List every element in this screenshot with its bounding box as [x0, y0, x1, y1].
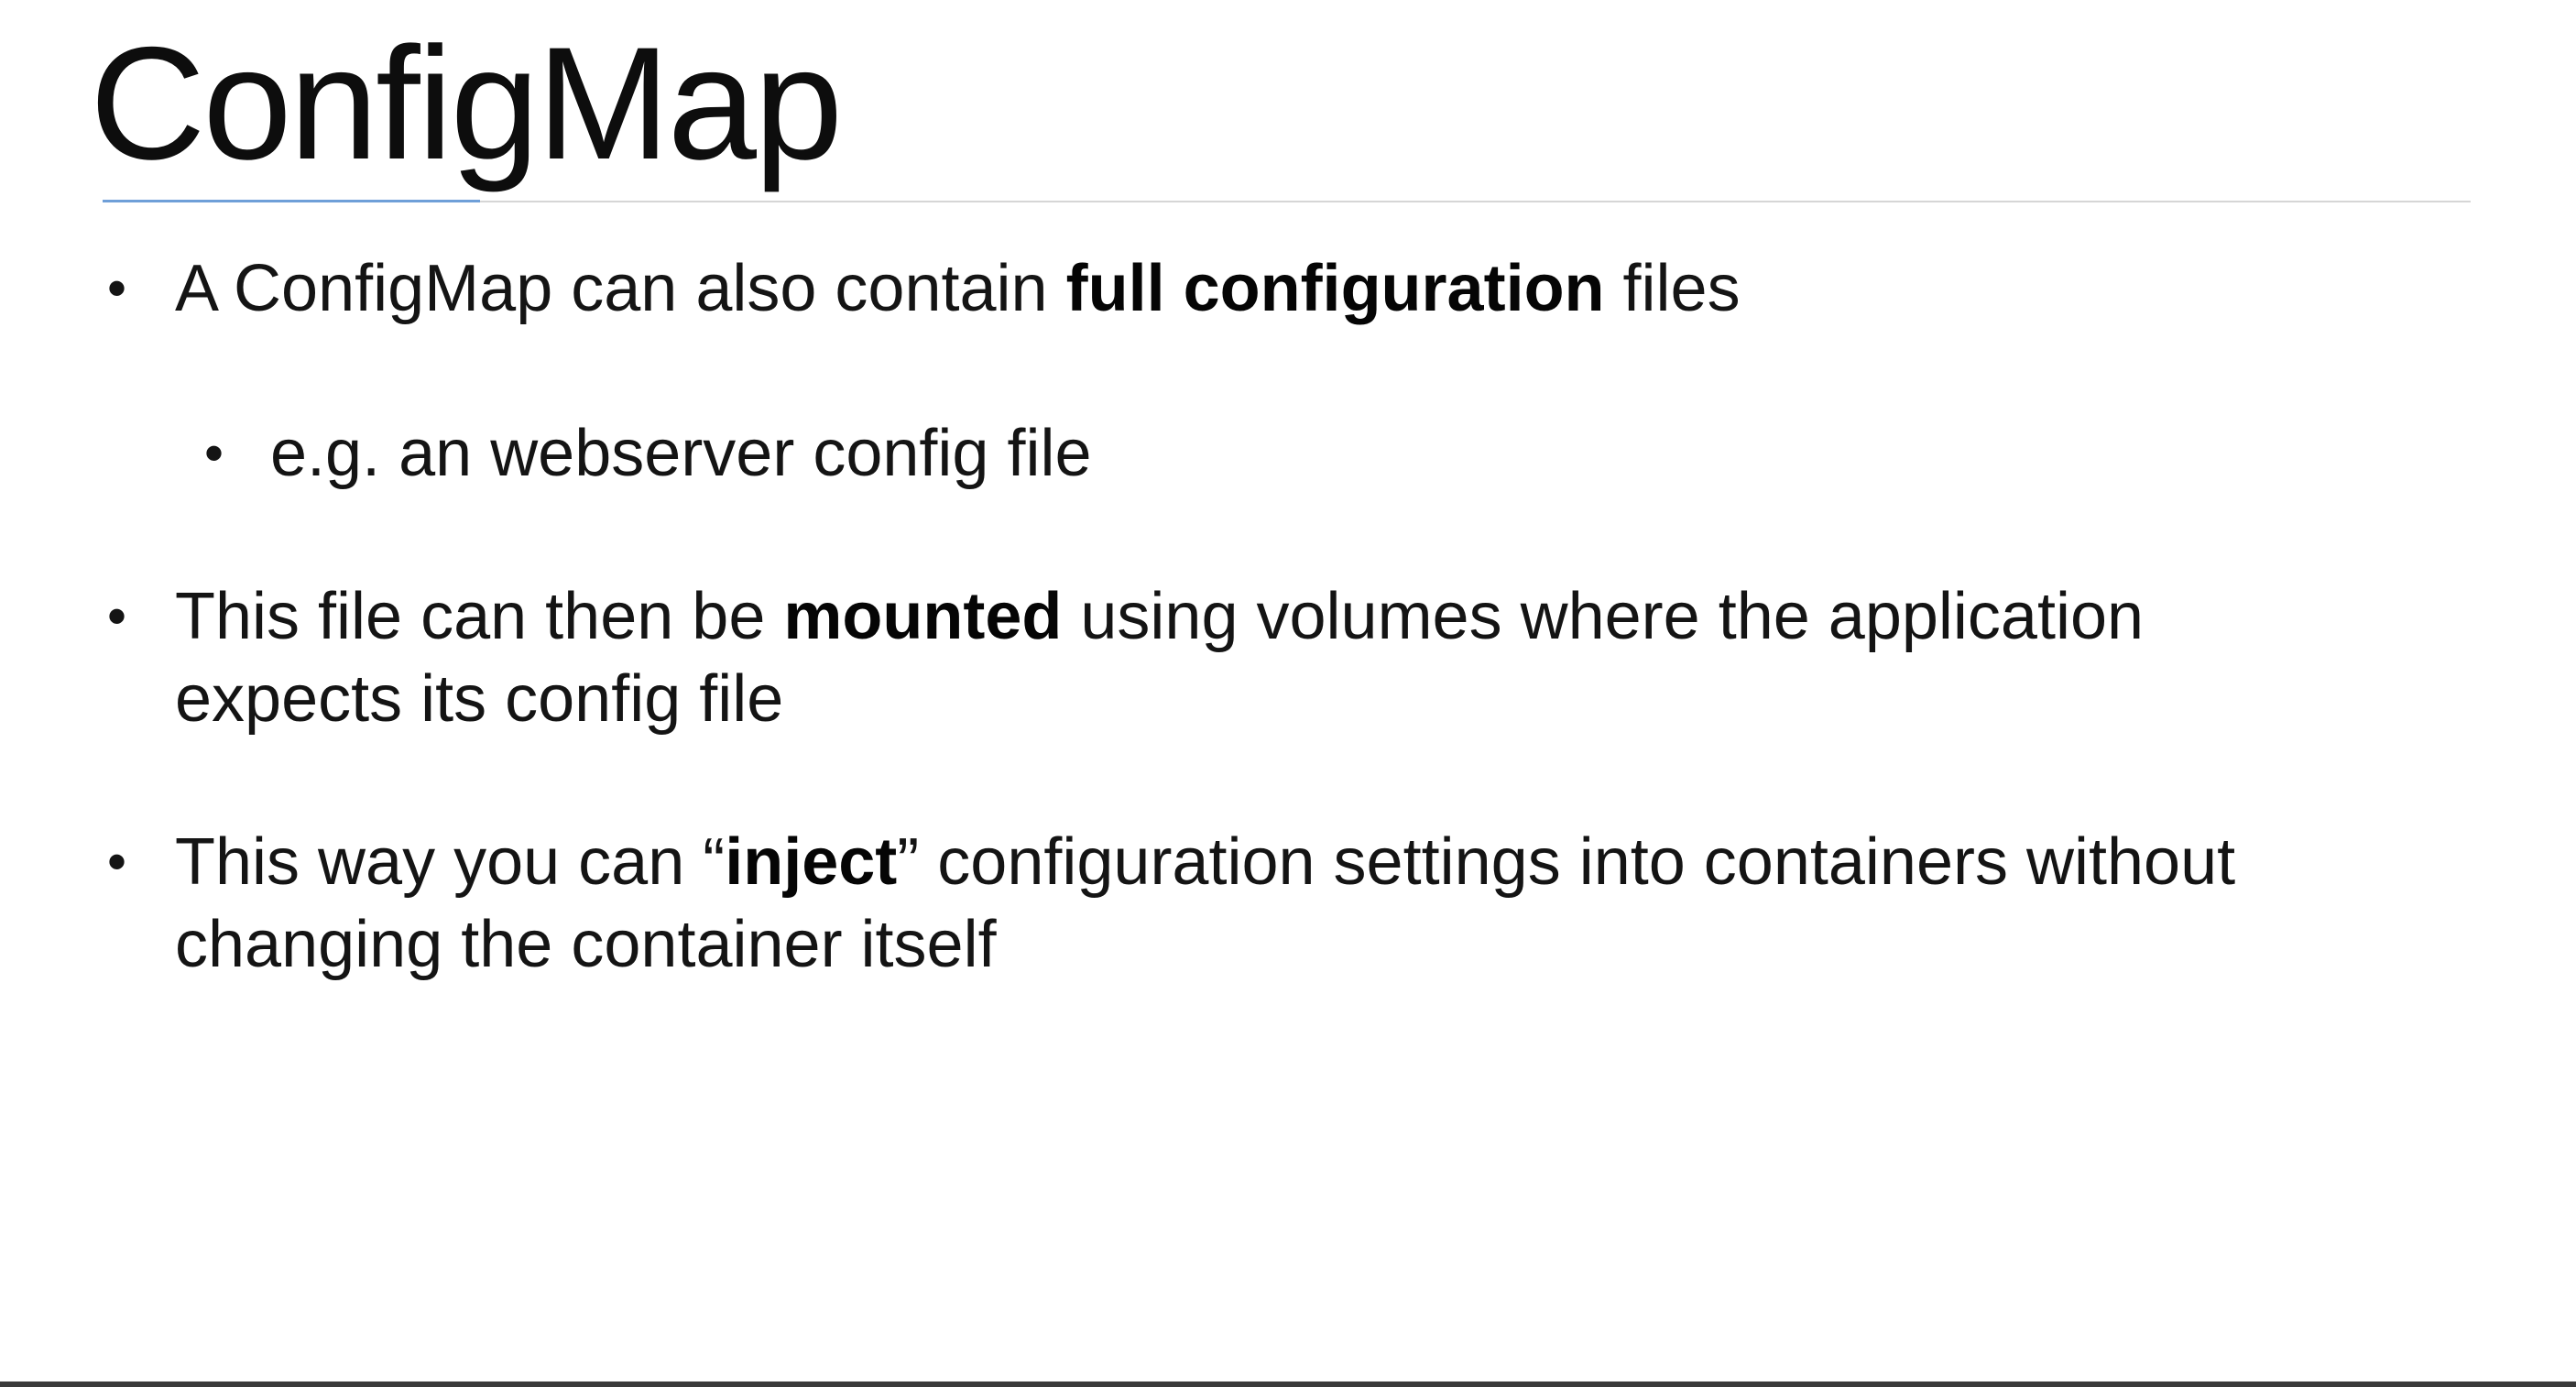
bullet-text-bold: mounted	[783, 580, 1063, 653]
bullet-line: expects its config file	[175, 658, 2144, 740]
title-divider	[103, 201, 2471, 202]
bullet-line: changing the container itself	[175, 903, 2235, 986]
bullet-text-part: e.g. an webserver config file	[270, 417, 1092, 490]
bullet-text: This way you can “inject” configuration …	[175, 821, 2235, 986]
bullet-text-part: A ConfigMap can also contain	[175, 252, 1066, 325]
bullet-text-part: files	[1604, 252, 1741, 325]
bullet-text-part: using volumes where the application	[1062, 580, 2145, 653]
slide-title: ConfigMap	[90, 15, 843, 193]
bullet-marker: •	[107, 831, 127, 892]
bullet-text-part: ” configuration settings into containers…	[897, 825, 2236, 899]
bullet-line: This way you can “inject” configuration …	[175, 821, 2235, 903]
bullet-text-part: expects its config file	[175, 662, 784, 736]
bullet-line: e.g. an webserver config file	[270, 412, 1091, 495]
bullet-text: This file can then be mounted using volu…	[175, 575, 2144, 740]
bullet-line: This file can then be mounted using volu…	[175, 575, 2144, 658]
title-divider-accent	[103, 200, 480, 202]
bullet-marker: •	[204, 422, 224, 484]
bullet-text-bold: inject	[725, 825, 898, 899]
bullet-marker: •	[107, 257, 127, 319]
bullet-line: A ConfigMap can also contain full config…	[175, 247, 1741, 330]
bullet-text-part: This file can then be	[175, 580, 784, 653]
bullet-text-bold: full configuration	[1065, 252, 1605, 325]
bullet-marker: •	[107, 585, 127, 647]
bullet-text-part: This way you can “	[175, 825, 726, 899]
bullet-text-part: changing the container itself	[175, 908, 997, 981]
bullet-text: e.g. an webserver config file	[270, 412, 1091, 495]
bullet-text: A ConfigMap can also contain full config…	[175, 247, 1741, 330]
bottom-edge-bar	[0, 1382, 2576, 1387]
